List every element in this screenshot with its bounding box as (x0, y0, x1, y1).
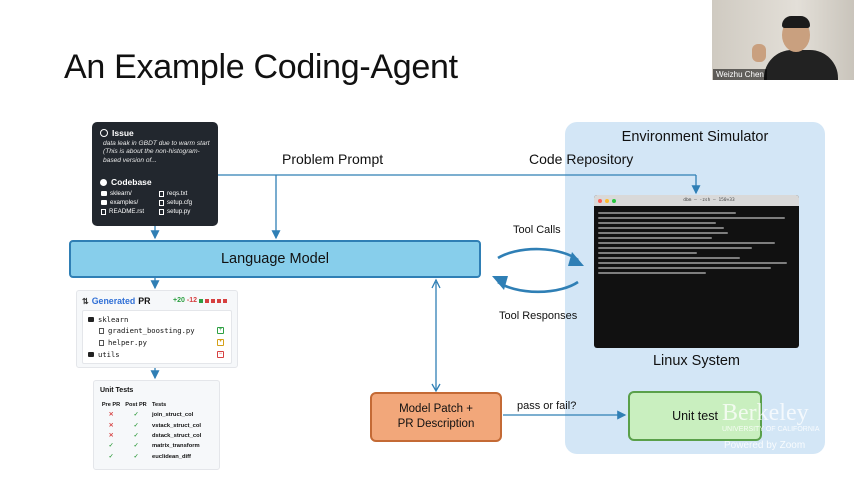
additions-count: +20 (173, 297, 185, 304)
issue-description: data leak in GBDT due to warm start (Thi… (103, 140, 210, 164)
tree-item-sklearn: sklearn (88, 315, 128, 324)
tool-cycle-icon (497, 247, 579, 294)
folder-icon (101, 200, 107, 205)
linux-system-label: Linux System (652, 353, 741, 369)
folder-icon (88, 317, 94, 322)
unit-test-box: Unit test (628, 391, 762, 441)
language-model-label: Language Model (220, 251, 330, 267)
pass-icon: ✓ (133, 443, 139, 450)
pass-icon: ✓ (133, 433, 139, 440)
github-icon (100, 178, 107, 186)
added-icon: + (217, 327, 224, 334)
codebase-heading: Codebase (111, 177, 152, 187)
table-row: ✕✓ vstack_struct_col (99, 421, 215, 431)
file-icon (159, 208, 164, 215)
table-header: Pre PR Post PR Tests (101, 402, 167, 409)
codebase-heading-row: Codebase (100, 177, 152, 187)
pass-or-fail-label: pass or fail? (517, 400, 577, 412)
file-icon (159, 190, 164, 197)
file-item: setup.py (159, 208, 213, 215)
table-row: ✕✓ dstack_struct_col (99, 431, 215, 441)
tree-item-gradient-boosting: gradient_boosting.py (99, 326, 195, 335)
pass-icon: ✓ (133, 422, 139, 429)
language-model-box: Language Model (69, 240, 481, 278)
removed-icon: − (217, 351, 224, 358)
pass-icon: ✓ (108, 453, 114, 460)
diff-stats: +20 -12 (173, 297, 227, 304)
pass-icon: ✓ (133, 412, 139, 419)
generated-pr-suffix: PR (138, 296, 151, 306)
berkeley-watermark-subtitle: UNIVERSITY OF CALIFORNIA (722, 426, 820, 433)
pass-icon: ✓ (133, 453, 139, 460)
unit-tests-title: Unit Tests (100, 387, 134, 394)
fail-icon: ✕ (108, 412, 114, 419)
issue-heading-row: Issue (100, 128, 134, 138)
generated-pr-prefix: Generated (91, 296, 136, 306)
file-item: sklearn/ (101, 190, 159, 197)
deletions-count: -12 (186, 297, 197, 304)
modified-icon: • (217, 339, 224, 346)
unit-tests-table: Pre PR Post PR Tests ✕✓ join_struct_col … (99, 400, 215, 462)
file-icon (99, 339, 104, 346)
problem-prompt-label: Problem Prompt (282, 151, 384, 167)
unit-tests-card: Unit Tests Pre PR Post PR Tests ✕✓ join_… (93, 380, 220, 470)
generated-pr-heading: ⇅ Generated PR (82, 296, 150, 306)
terminal-title: dbm — -zsh — 150×33 (683, 198, 735, 203)
table-row: ✕✓ join_struct_col (99, 410, 215, 420)
generated-pr-card: ⇅ Generated PR +20 -12 sklearn gradient_… (76, 290, 238, 368)
terminal-output (594, 206, 799, 280)
berkeley-watermark: Berkeley (722, 400, 809, 426)
model-patch-line2: PR Description (397, 418, 475, 430)
folder-icon (101, 191, 107, 196)
table-row: ✓✓ euclidean_diff (99, 451, 215, 461)
unit-test-label: Unit test (672, 409, 718, 423)
file-icon (159, 199, 164, 206)
file-item: setup.cfg (159, 199, 213, 206)
participant-name: Weizhu Chen (713, 69, 767, 80)
file-item: examples/ (101, 199, 159, 206)
codebase-file-list: sklearn/ reqs.txt examples/ setup.cfg RE… (101, 190, 213, 215)
folder-icon (88, 352, 94, 357)
issue-card: Issue data leak in GBDT due to warm star… (92, 122, 218, 226)
file-item: reqs.txt (159, 190, 213, 197)
tool-responses-label: Tool Responses (499, 310, 578, 322)
pr-file-tree: sklearn gradient_boosting.py + helper.py… (82, 310, 232, 364)
issue-heading: Issue (112, 128, 134, 138)
issue-icon (100, 129, 108, 137)
table-row: ✓✓ matrix_transform (99, 441, 215, 451)
pass-icon: ✓ (108, 443, 114, 450)
terminal-window: dbm — -zsh — 150×33 (594, 195, 799, 348)
pull-request-icon: ⇅ (82, 296, 89, 306)
slide-title: An Example Coding-Agent (64, 48, 458, 86)
file-item: README.rst (101, 208, 159, 215)
environment-simulator-title: Environment Simulator (621, 129, 769, 145)
speaker-figure (764, 50, 838, 80)
terminal-titlebar: dbm — -zsh — 150×33 (594, 195, 799, 206)
model-patch-box: Model Patch + PR Description (370, 392, 502, 442)
file-icon (99, 327, 104, 334)
tool-calls-label: Tool Calls (513, 224, 561, 236)
code-repository-label: Code Repository (529, 151, 634, 167)
fail-icon: ✕ (108, 422, 114, 429)
webcam-tile: Weizhu Chen (712, 0, 854, 80)
zoom-watermark: Powered by Zoom (724, 440, 806, 451)
file-icon (101, 208, 106, 215)
tree-item-helper: helper.py (99, 338, 147, 347)
tree-item-utils: utils (88, 350, 120, 359)
fail-icon: ✕ (108, 433, 114, 440)
model-patch-line1: Model Patch + (399, 403, 473, 415)
